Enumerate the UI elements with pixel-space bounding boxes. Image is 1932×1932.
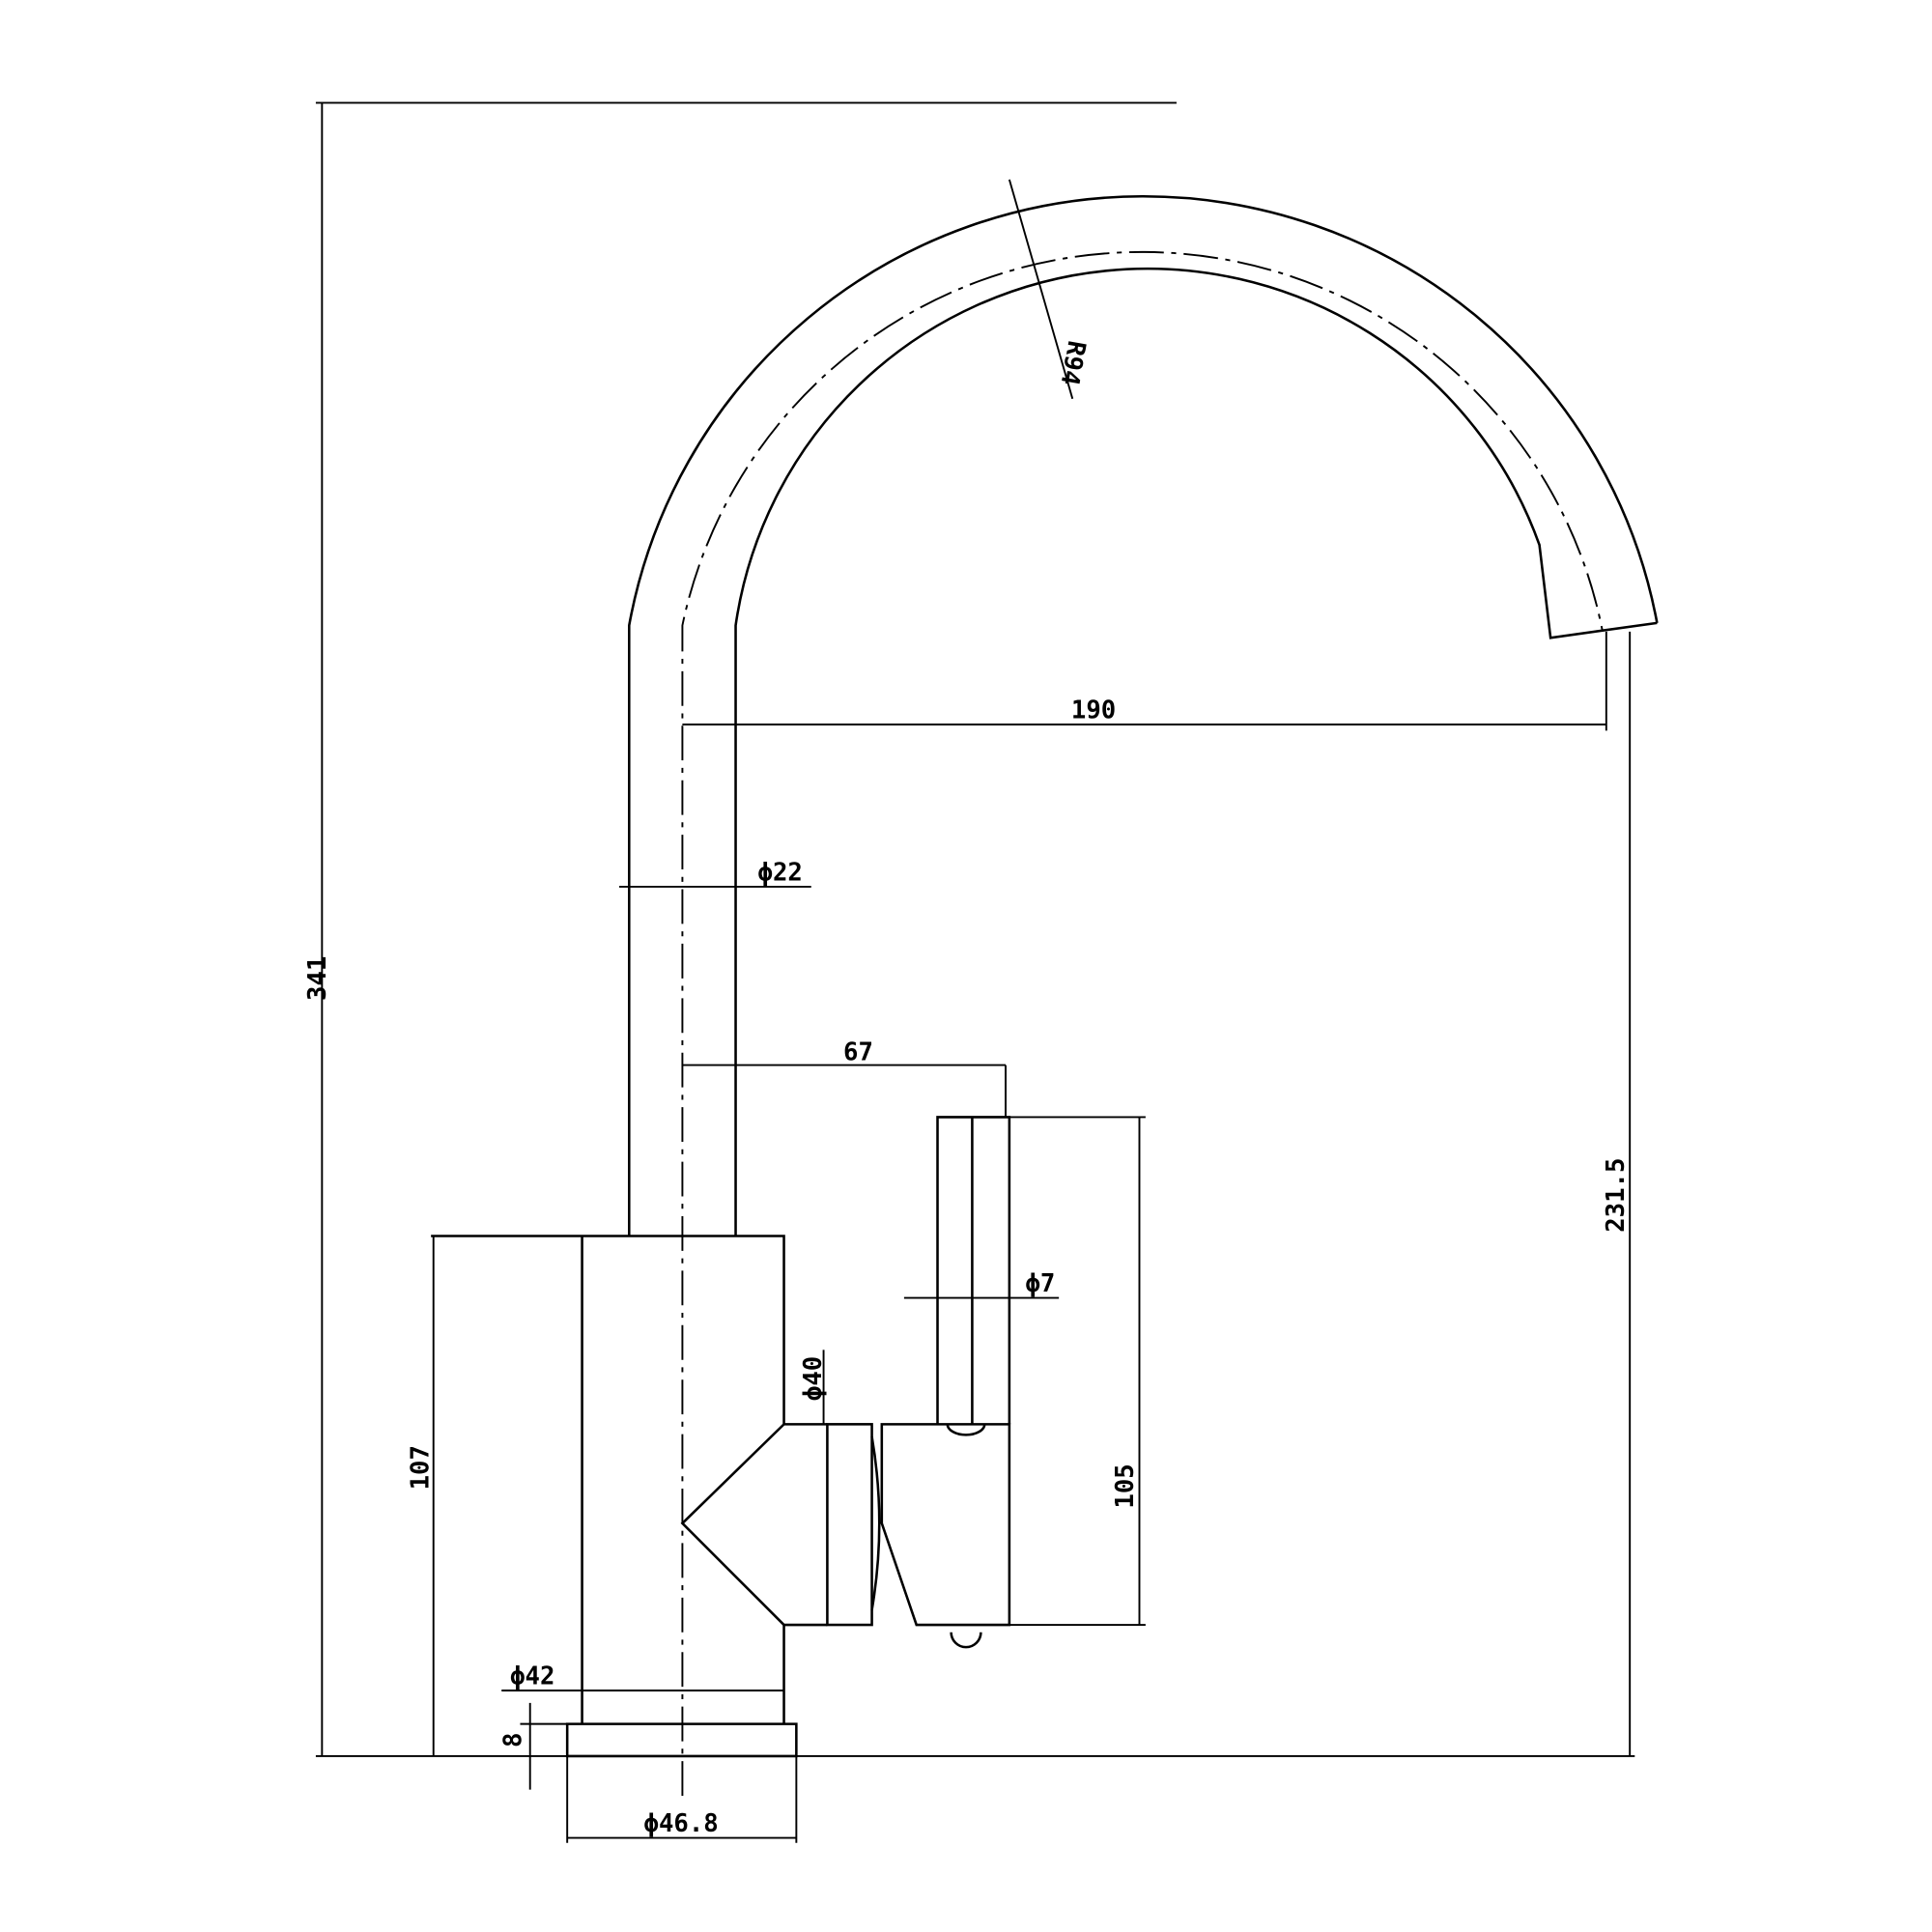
valve-cone (680, 1423, 828, 1627)
spout-inner (734, 267, 1658, 1236)
dim-handle-height: 105 (1111, 1463, 1140, 1508)
dim-outlet-height: 231.5 (1602, 1158, 1631, 1233)
dim-base-height: 8 (499, 1733, 528, 1747)
dim-spout-radius: R94 (1055, 338, 1092, 387)
dim-body-height: 107 (407, 1445, 436, 1490)
dim-spout-diameter: ϕ22 (758, 859, 803, 888)
dimension-lines (315, 101, 1635, 1843)
dim-base-diameter: ϕ46.8 (644, 1809, 719, 1838)
dim-body-diameter: ϕ42 (510, 1662, 554, 1691)
dim-handle-offset: 67 (843, 1037, 873, 1066)
dim-handle-diameter: ϕ40 (799, 1356, 828, 1401)
dim-overall-height: 341 (303, 956, 332, 1001)
body (431, 1235, 798, 1758)
spout-outer (628, 194, 1659, 1236)
handle-lever (936, 1116, 1011, 1425)
faucet-outline (431, 194, 1659, 1796)
spout-centerline (681, 250, 1604, 1796)
dim-lever-diameter: ϕ7 (1025, 1269, 1055, 1298)
dimension-labels: 341 R94 190 ϕ22 67 ϕ7 ϕ40 105 107 231.5 … (303, 338, 1631, 1838)
dim-spout-reach: 190 (1071, 696, 1116, 725)
handle-body (870, 1423, 1011, 1627)
handle-collar (826, 1423, 873, 1627)
handle-knob (946, 1424, 986, 1649)
